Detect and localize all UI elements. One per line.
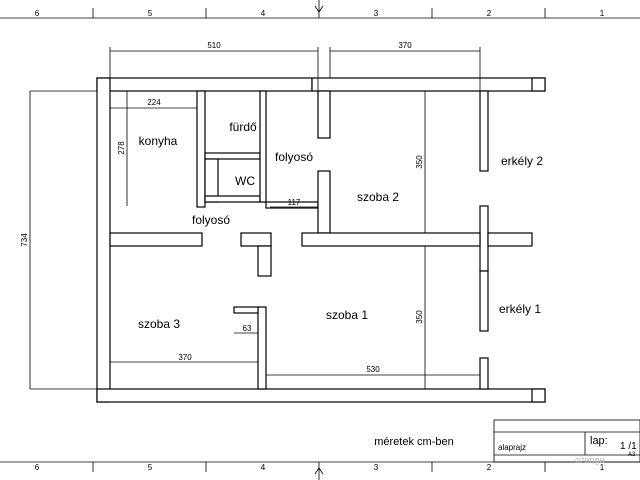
wall-kitchen-bottom xyxy=(109,232,203,247)
dim-kitchen-height: 278 xyxy=(117,141,126,155)
room-konyha: konyha xyxy=(139,134,178,148)
room-furdo: fürdő xyxy=(229,120,257,134)
ruler-top-6: 6 xyxy=(35,9,40,18)
wall-room2-left-upper xyxy=(317,90,331,139)
wall-top-left xyxy=(96,77,313,92)
wall-right-top xyxy=(531,77,546,92)
wall-facade-middle xyxy=(479,205,489,272)
wall-bath-right xyxy=(259,90,267,203)
dim-top-left: 510 xyxy=(207,41,221,50)
dim-room1-width: 530 xyxy=(366,365,380,374)
room-folyoso-2: folyosó xyxy=(192,213,230,227)
ruler-bottom-2: 2 xyxy=(487,463,492,472)
watermark-logo: ozenge xyxy=(575,455,605,465)
room-szoba-2: szoba 2 xyxy=(357,190,399,204)
room-szoba-1: szoba 1 xyxy=(326,308,368,322)
center-mark-bottom-icon xyxy=(314,462,324,480)
wall-left xyxy=(96,77,111,403)
wall-bath-bottom xyxy=(204,152,261,160)
paper-size: A3 xyxy=(628,452,636,458)
wall-facade-lower xyxy=(479,357,489,390)
wall-wc-bottom xyxy=(204,195,261,203)
sheet-number: 1 /1 xyxy=(620,441,637,452)
ruler-top-1: 1 xyxy=(600,9,605,18)
drawing-name: alaprajz xyxy=(498,443,526,452)
wall-balcony-divider xyxy=(487,232,533,247)
walls xyxy=(96,77,546,403)
wall-stub-vertical xyxy=(257,245,272,277)
center-mark-top-icon xyxy=(314,0,324,18)
ruler-bottom-4: 4 xyxy=(261,463,266,472)
wall-stub xyxy=(240,232,272,247)
ruler-top-3: 3 xyxy=(374,9,379,18)
dimension-lines xyxy=(29,47,481,390)
ruler-bottom-6: 6 xyxy=(35,463,40,472)
ruler-top-5: 5 xyxy=(148,9,153,18)
title-block xyxy=(493,419,640,463)
wall-room2-left-lower xyxy=(317,170,331,234)
room-wc: WC xyxy=(235,174,255,188)
wall-kitchen-right xyxy=(196,90,206,208)
dim-total-height: 734 xyxy=(20,233,29,247)
ruler-bottom-1: 1 xyxy=(600,463,605,472)
dim-room1-height: 350 xyxy=(415,310,424,324)
room-szoba-3: szoba 3 xyxy=(138,317,180,331)
wall-room3-right xyxy=(257,306,267,390)
dim-room2-height: 350 xyxy=(415,155,424,169)
dim-room3-width: 370 xyxy=(178,353,192,362)
wall-facade-lower-1 xyxy=(479,270,489,332)
ruler-top-4: 4 xyxy=(261,9,266,18)
ruler-top-2: 2 xyxy=(487,9,492,18)
ruler-bottom-5: 5 xyxy=(148,463,153,472)
wall-right-bottom xyxy=(531,388,546,403)
room-erkely-2: erkély 2 xyxy=(501,154,543,168)
dim-top-right: 370 xyxy=(398,41,412,50)
wall-room3-nib xyxy=(233,306,259,314)
sheet-label: lap: xyxy=(590,435,608,447)
wall-bottom xyxy=(96,388,546,403)
dim-corridor: 117 xyxy=(288,198,301,207)
ruler-ticks xyxy=(92,8,546,472)
ruler-bottom-3: 3 xyxy=(374,463,379,472)
dim-small: 63 xyxy=(243,324,252,333)
dim-kitchen-width: 224 xyxy=(147,98,161,107)
room-erkely-1: erkély 1 xyxy=(499,302,541,316)
wall-facade-upper-1 xyxy=(479,90,489,172)
room-folyoso-1: folyosó xyxy=(275,150,313,164)
wall-top-right xyxy=(311,77,546,92)
wall-room-divider xyxy=(301,232,481,247)
units-note: méretek cm-ben xyxy=(374,436,453,448)
